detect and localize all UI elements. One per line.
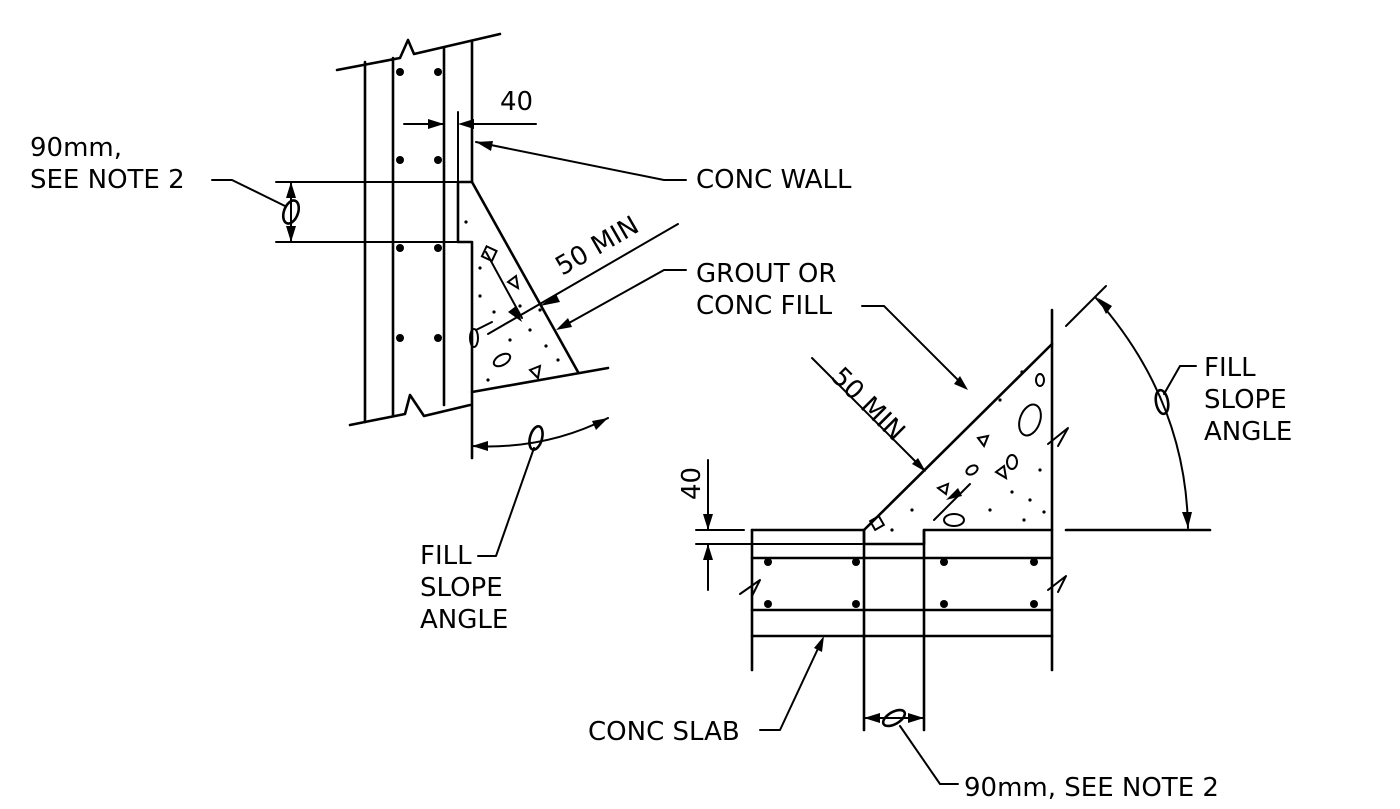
conc-fill [862, 342, 1054, 532]
dim-40-slab-label: 40 [677, 467, 707, 500]
slab-detail: 40 50 MIN FILL SLOPE ANGLE [588, 285, 1292, 803]
grout-label-line2: CONC FILL [696, 291, 833, 321]
fill-slope-slab-label-line2: SLOPE [1204, 385, 1287, 415]
dim-50-min-slab: 50 MIN [811, 357, 971, 521]
fill-slope-label-line1: FILL [420, 541, 472, 571]
dim-40-wall: 40 [403, 87, 537, 129]
concrete-slab [739, 308, 1212, 732]
dim-40-label: 40 [500, 87, 533, 117]
conc-slab-callout: CONC SLAB [588, 636, 824, 747]
concrete-wall [335, 32, 502, 460]
dim-90-slab: 90mm, SEE NOTE 2 [863, 708, 1219, 803]
fill-slope-angle-wall: FILL SLOPE ANGLE [420, 417, 609, 635]
conc-slab-label: CONC SLAB [588, 717, 740, 747]
fill-slope-label-line3: ANGLE [420, 605, 508, 635]
grout-label-line1: GROUT OR [696, 259, 836, 289]
grout-callout-slab [861, 305, 968, 390]
dim-40-slab: 40 [677, 459, 863, 591]
wall-detail: 40 90mm, SEE NOTE 2 CONC WALL 50 MIN [30, 32, 852, 635]
dim-90-wall: 90mm, SEE NOTE 2 [30, 133, 459, 243]
conc-wall-callout: CONC WALL [475, 141, 852, 195]
fill-slope-slab-label-line1: FILL [1204, 353, 1256, 383]
fill-slope-slab-label-line3: ANGLE [1204, 417, 1292, 447]
grout-callout: GROUT OR CONC FILL [556, 259, 836, 330]
dim-90-label-line1: 90mm, [30, 133, 122, 163]
conc-wall-label: CONC WALL [696, 165, 852, 195]
fill-slope-label-line2: SLOPE [420, 573, 503, 603]
dim-90-slab-label: 90mm, SEE NOTE 2 [964, 773, 1219, 803]
min-50-slab-label: 50 MIN [825, 362, 910, 447]
dim-90-label-line2: SEE NOTE 2 [30, 165, 185, 195]
fill-slope-angle-slab: FILL SLOPE ANGLE [1065, 285, 1292, 529]
grout-fill [464, 180, 610, 394]
